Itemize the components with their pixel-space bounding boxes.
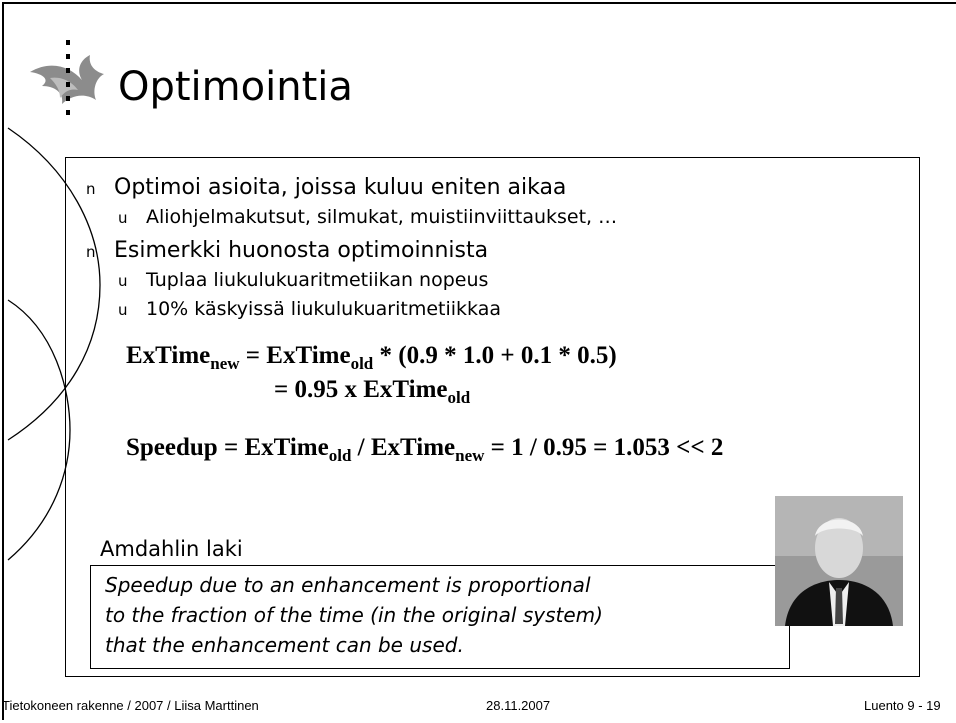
sub-bullet-marker: u (118, 301, 128, 319)
sub-bullet-1-1: u Aliohjelmakutsut, silmukat, muistiinvi… (118, 206, 617, 228)
formula-extime-result: = 0.95 x ExTimeold (274, 376, 471, 407)
dotted-line (66, 40, 70, 115)
background-arcs (7, 127, 101, 561)
content-box (65, 157, 920, 677)
slide-title: Optimointia (118, 64, 353, 110)
university-logo-icon (30, 55, 104, 104)
quote-line: that the enhancement can be used. (105, 633, 464, 657)
portrait-photo (775, 496, 903, 626)
sub-bullet-marker: u (118, 209, 128, 227)
sub-bullet-2-1: u Tuplaa liukulukuaritmetiikan nopeus (118, 269, 488, 291)
quote-line: Speedup due to an enhancement is proport… (105, 573, 591, 597)
quote-line: to the fraction of the time (in the orig… (105, 603, 603, 627)
amdahl-quote-box: Speedup due to an enhancement is proport… (90, 565, 790, 669)
bullet-1: n Optimoi asioita, joissa kuluu eniten a… (86, 175, 566, 200)
sub-bullet-text: Aliohjelmakutsut, silmukat, muistiinviit… (146, 206, 618, 228)
bullet-marker: n (86, 243, 96, 261)
amdahl-label: Amdahlin laki (100, 537, 243, 561)
footer-course: Tietokoneen rakenne / 2007 / Liisa Martt… (2, 698, 259, 713)
sub-bullet-2-2: u 10% käskyissä liukulukuaritmetiikkaa (118, 298, 501, 320)
formula-extime-new: ExTimenew = ExTimeold * (0.9 * 1.0 + 0.1… (126, 342, 617, 373)
sub-bullet-marker: u (118, 272, 128, 290)
footer-page-number: Luento 9 - 19 (864, 698, 941, 713)
sub-bullet-text: Tuplaa liukulukuaritmetiikan nopeus (146, 269, 489, 291)
bullet-marker: n (86, 180, 96, 198)
bullet-text: Optimoi asioita, joissa kuluu eniten aik… (114, 175, 567, 200)
bullet-2: n Esimerkki huonosta optimoinnista (86, 238, 488, 263)
formula-speedup: Speedup = ExTimeold / ExTimenew = 1 / 0.… (126, 434, 724, 465)
sub-bullet-text: 10% käskyissä liukulukuaritmetiikkaa (146, 298, 501, 320)
bullet-text: Esimerkki huonosta optimoinnista (114, 238, 489, 263)
footer-date: 28.11.2007 (486, 698, 551, 713)
